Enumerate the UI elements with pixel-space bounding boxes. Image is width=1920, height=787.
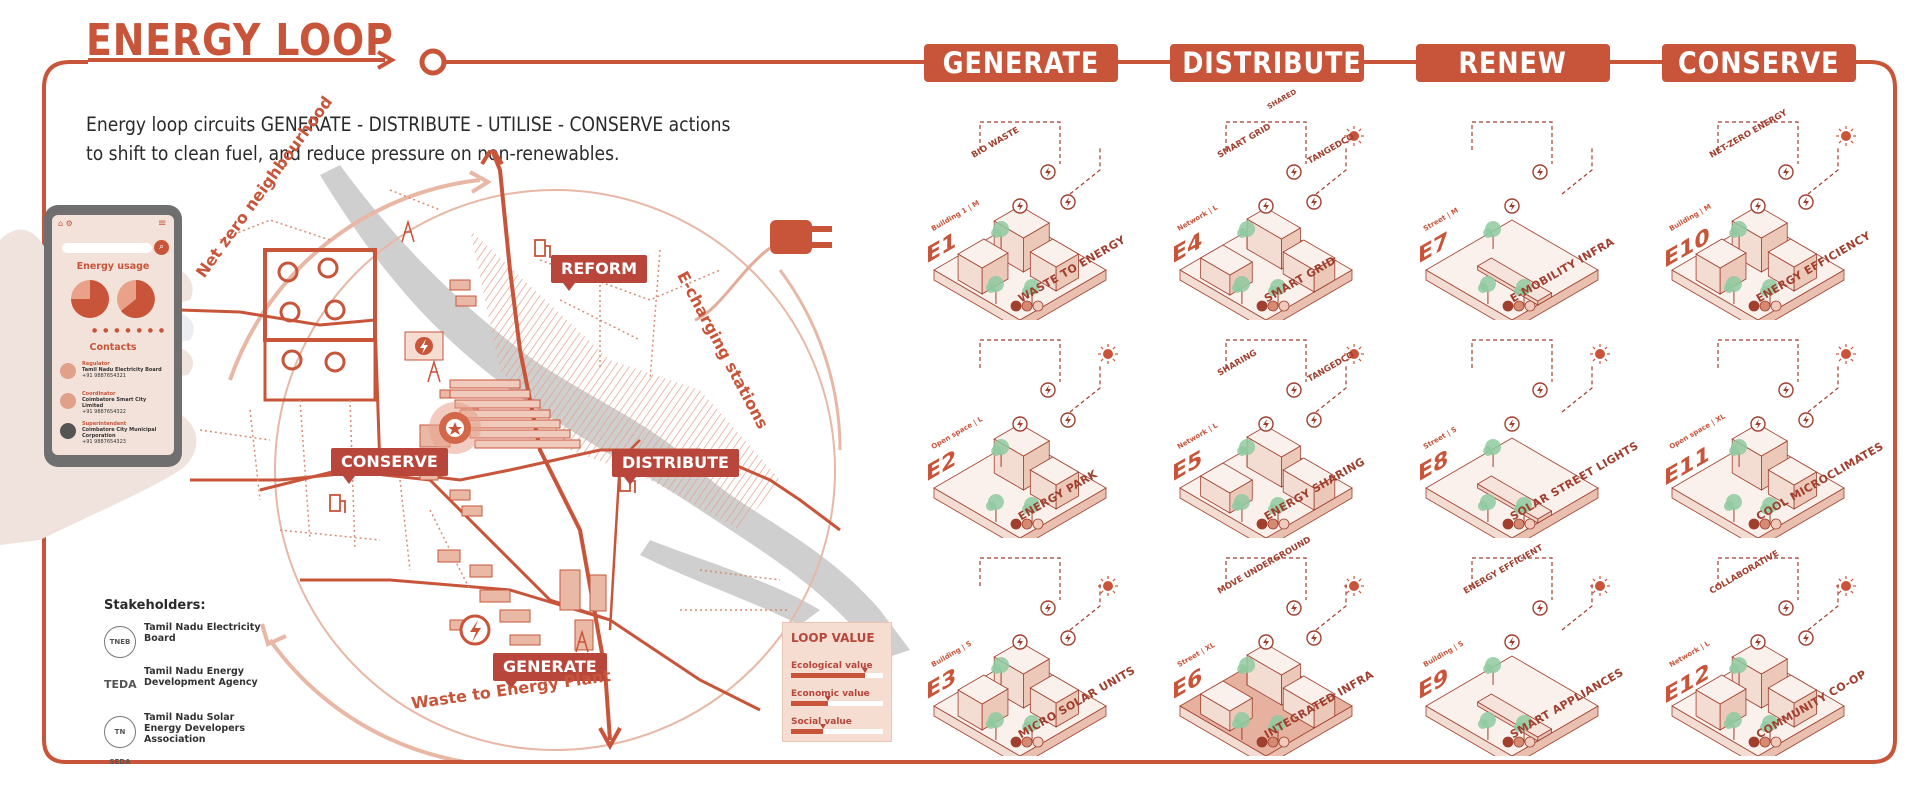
neighbourhood-circle [274, 189, 836, 751]
phone-mockup: ⌂ ⚙ ≡ ⌕ Energy usage ● ● ● ● ● ● ● Conta… [44, 205, 182, 467]
stakeholder-item: TN SEDA Tamil Nadu Solar Energy Develope… [104, 712, 264, 766]
loop-value-row: Economic value [791, 689, 883, 706]
map-tag-distribute: DISTRIBUTE [612, 449, 739, 485]
column-header-renew: RENEW [1416, 44, 1610, 82]
phone-search-input[interactable] [62, 243, 152, 253]
map-tag-generate: GENERATE [493, 653, 607, 689]
map-tag-conserve: CONSERVE [331, 448, 448, 484]
loop-value-title: LOOP VALUE [791, 631, 875, 645]
tneb-logo-icon: TNEB [104, 626, 136, 658]
stakeholder-item: TNEB Tamil Nadu Electricity Board [104, 622, 264, 662]
avatar [60, 393, 76, 409]
column-header-generate: GENERATE [924, 44, 1118, 82]
avatar [60, 363, 76, 379]
phone-screen: ⌂ ⚙ ≡ ⌕ Energy usage ● ● ● ● ● ● ● Conta… [52, 215, 174, 455]
tnseda-logo-icon: TN SEDA [104, 716, 136, 766]
carousel-dots[interactable]: ● ● ● ● ● ● ● [92, 327, 167, 334]
home-icon[interactable]: ⌂ ⚙ [58, 219, 73, 228]
stakeholder-item: TEDA Tamil Nadu Energy Development Agenc… [104, 666, 264, 706]
phone-pie-charts [71, 280, 155, 318]
map-tag-reform: REFORM [551, 255, 648, 291]
phone-energy-usage-title: Energy usage [76, 261, 150, 272]
intro-line-1: Energy loop circuits GENERATE - DISTRIBU… [86, 113, 731, 136]
avatar [60, 423, 76, 439]
stakeholders-title: Stakeholders: [104, 598, 206, 613]
loop-value-row: Social value [791, 717, 883, 734]
menu-icon[interactable]: ≡ [158, 218, 167, 229]
column-header-conserve: CONSERVE [1662, 44, 1856, 82]
plug-icon [694, 220, 832, 322]
teda-logo-icon: TEDA [104, 678, 137, 691]
column-header-distribute: DISTRIBUTE [1170, 44, 1364, 82]
poster-title: ENERGY LOOP [86, 15, 394, 66]
loop-value-row: Ecological value [791, 661, 883, 678]
search-icon[interactable]: ⌕ [154, 240, 169, 255]
phone-contacts-title: Contacts [89, 342, 137, 353]
lightning-icon [459, 614, 491, 646]
loop-value-panel: LOOP VALUE Ecological value Economic val… [782, 622, 892, 742]
